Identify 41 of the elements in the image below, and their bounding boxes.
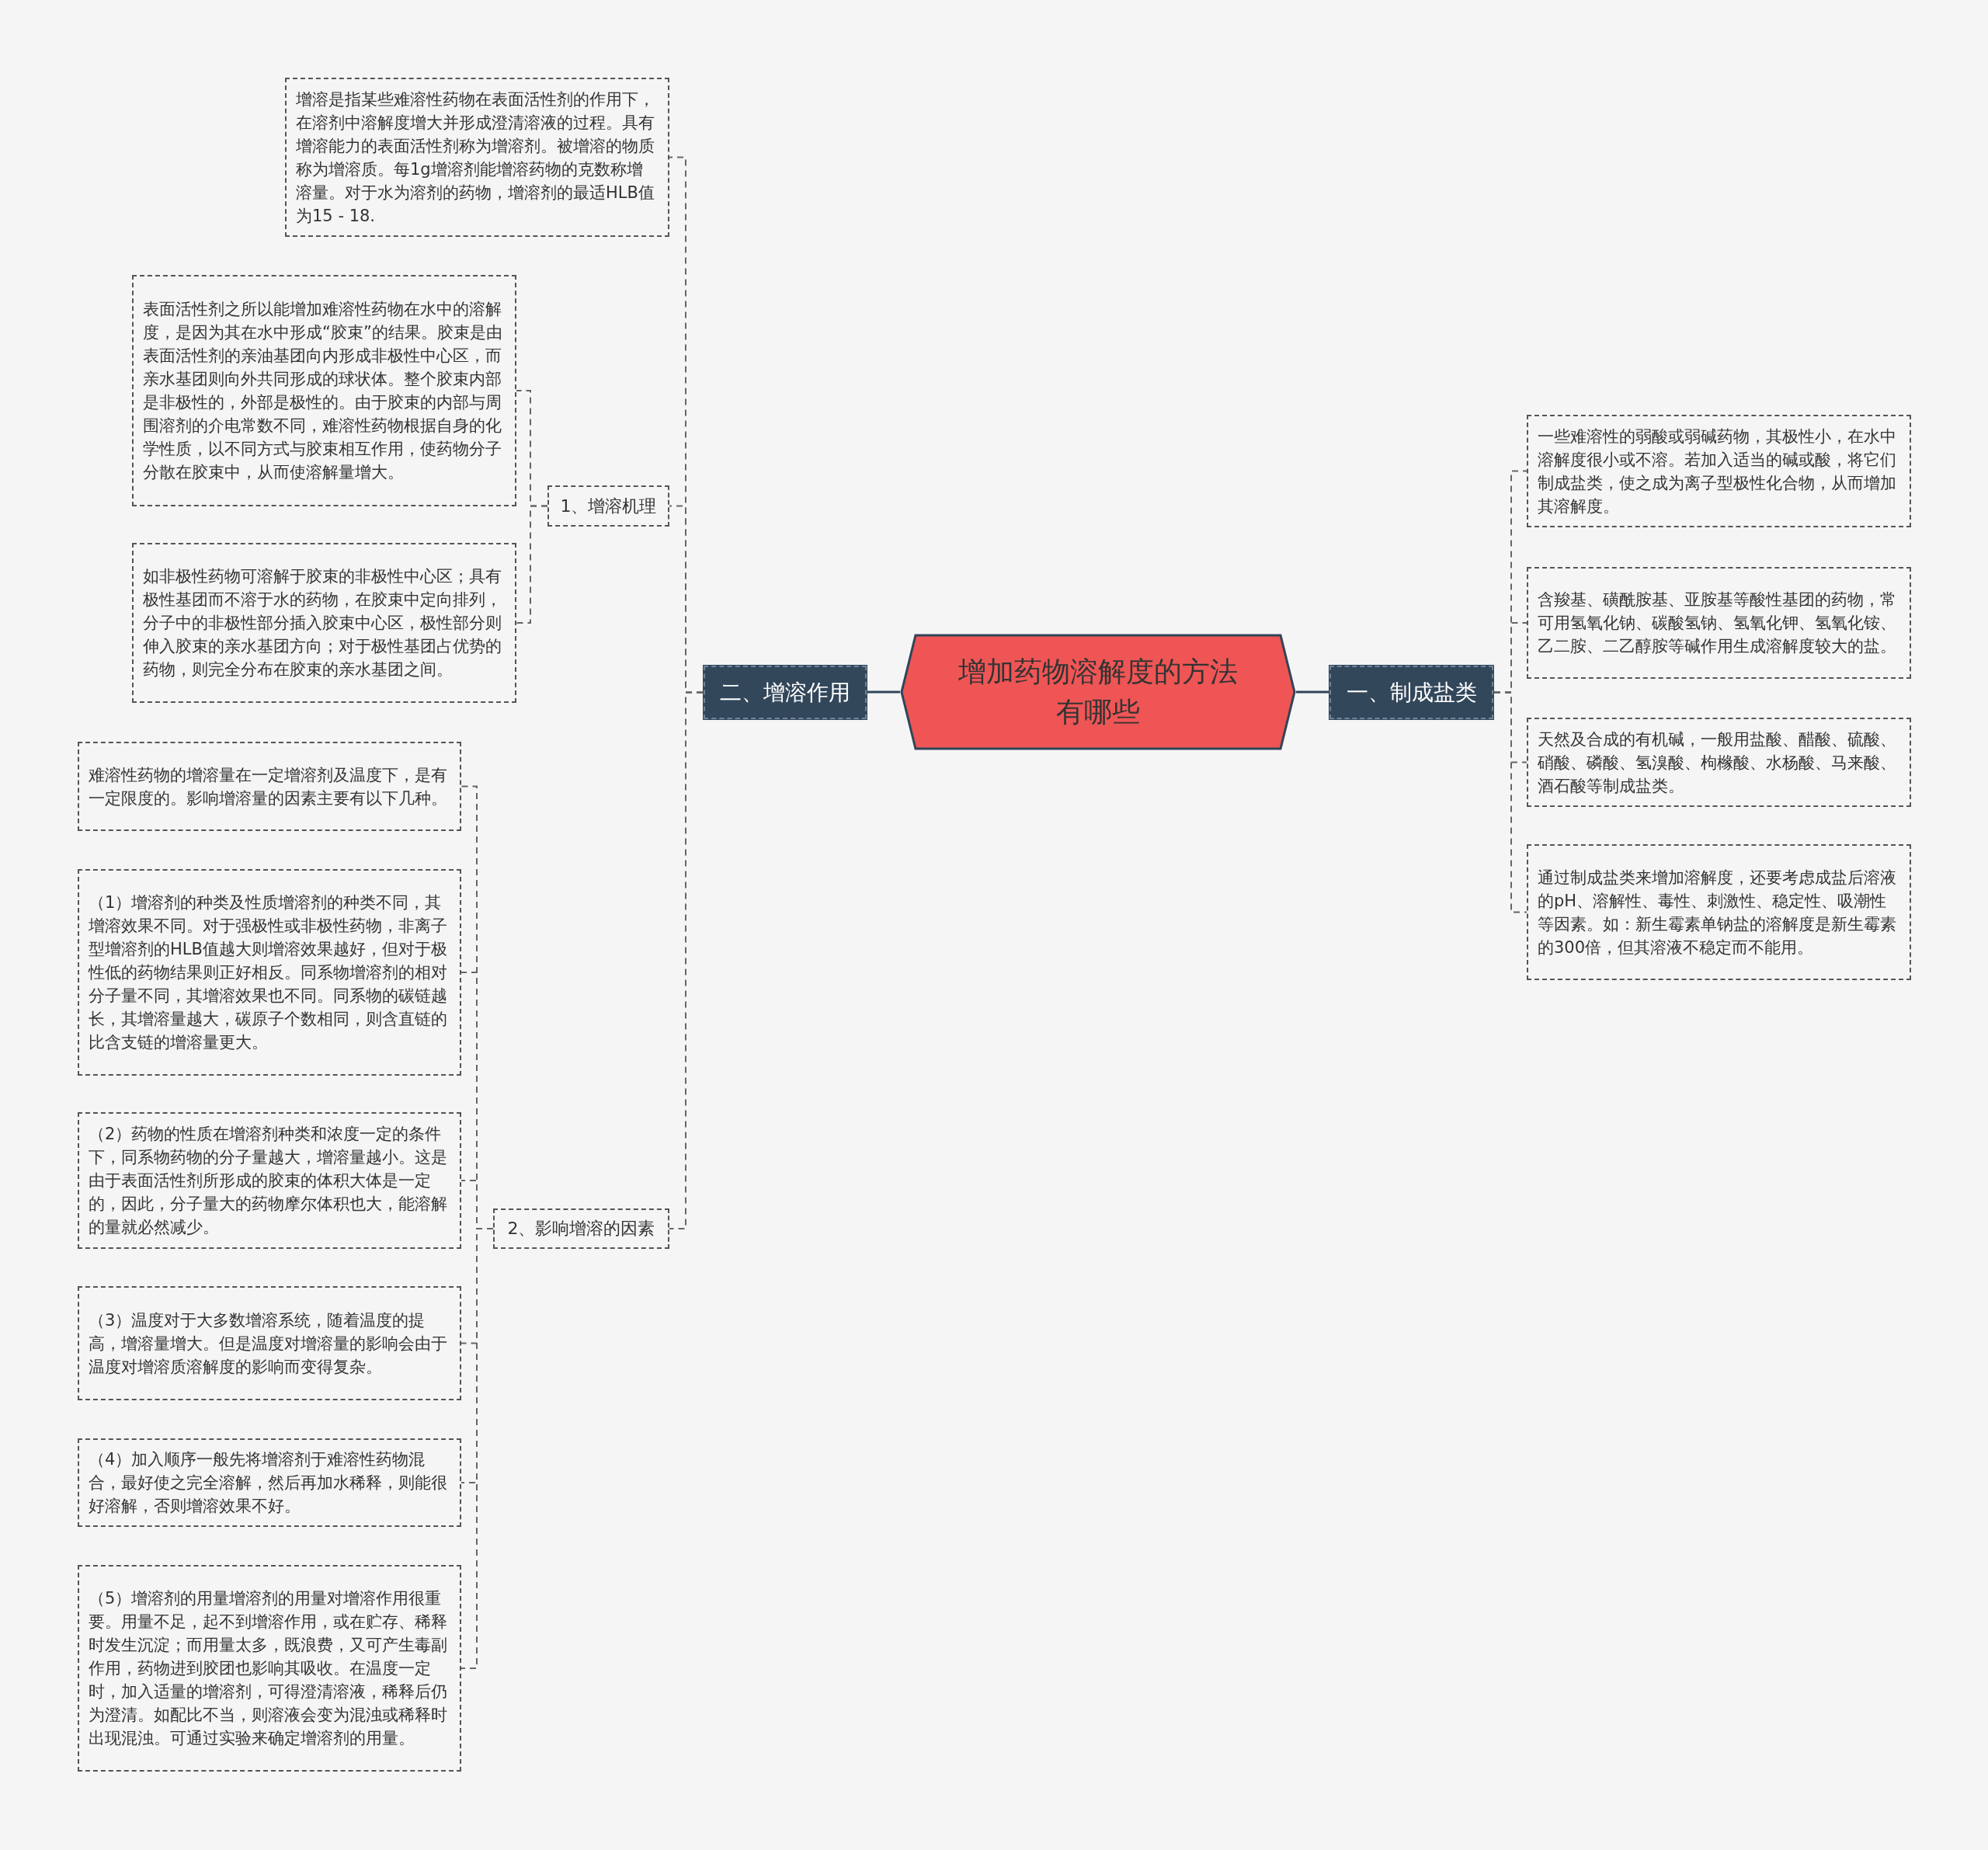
- subtopic-box: [547, 485, 669, 527]
- note-text: 如非极性药物可溶解于胶束的非极性中心区；具有极性基团而不溶于水的药物，在胶束中定向排列，分子中的非极性部分插入胶束中心区，极性部分则伸入胶束的亲水基团方向；对于极性基团占优势的药物，则完全分布在胶束的亲水基团之间。: [143, 566, 502, 680]
- note-text: （2）药物的性质在增溶剂种类和浓度一定的条件下，同系物药物的分子量越大，增溶量越小。这是由于表面活性剂所形成的胶束的体积大体是一定的，因此，分子量大的药物摩尔体积也大，能溶解的量就必然减少。: [89, 1124, 448, 1238]
- note-text: 一些难溶性的弱酸或弱碱药物，其极性小，在水中溶解度很小或不溶。若加入适当的碱或酸，将它们制成盐类，使之成为离子型极性化合物，从而增加其溶解度。: [1538, 426, 1897, 517]
- branch-label: 二、增溶作用: [720, 678, 850, 707]
- note-box: [132, 275, 516, 506]
- note-box: [78, 1438, 461, 1527]
- note-text: （4）加入顺序一般先将增溶剂于难溶性药物混合，最好使之完全溶解，然后再加水稀释，则能很好溶解，否则增溶效果不好。: [89, 1449, 448, 1517]
- connector-line: [1296, 690, 1329, 694]
- note-text: 天然及合成的有机碱，一般用盐酸、醋酸、硫酸、硝酸、磷酸、氢溴酸、枸橼酸、水杨酸、马来酸、酒石酸等制成盐类。: [1538, 729, 1897, 797]
- connector-line: [516, 505, 548, 624]
- connector-line: [669, 691, 704, 1229]
- branch-topic-box: [1329, 665, 1494, 720]
- note-text: 难溶性药物的增溶量在一定增溶剂及温度下，是有一定限度的。影响增溶量的因素主要有以下几种。: [89, 764, 448, 809]
- note-box: [1527, 415, 1911, 527]
- subtopic-label: 2、影响增溶的因素: [507, 1218, 655, 1240]
- branch-topic-box: [703, 665, 867, 720]
- note-box: [132, 543, 516, 703]
- note-box: [78, 869, 461, 1076]
- note-box: [1527, 844, 1911, 980]
- note-box: [78, 742, 461, 831]
- note-text: （5）增溶剂的用量增溶剂的用量对增溶作用很重要。用量不足，起不到增溶作用，或在贮存、稀释时发生沉淀；而用量太多，既浪费，又可产生毒副作用，药物进到胶团也影响其吸收。在温度一定时，加入适量的增溶剂，可得澄清溶液，稀释后仍为澄清。如配比不当，则溶液会变为混浊或稀释时出现混浊。可通过实验来确定增溶剂的用量。: [89, 1588, 448, 1749]
- note-text: 含羧基、磺酰胺基、亚胺基等酸性基团的药物，常可用氢氧化钠、碳酸氢钠、氢氧化钾、氢氧化铵、乙二胺、二乙醇胺等碱作用生成溶解度较大的盐。: [1538, 589, 1897, 657]
- note-text: （3）温度对于大多数增溶系统，随着温度的提高，增溶量增大。但是温度对增溶量的影响会由于温度对增溶质溶解度的影响而变得复杂。: [89, 1309, 448, 1378]
- note-text: 表面活性剂之所以能增加难溶性药物在水中的溶解度，是因为其在水中形成“胶束”的结果。胶束是由表面活性剂的亲油基团向内形成非极性中心区，而亲水基团则向外共同形成的球状体。整个胶束内部是非极性的，外部是极性的。由于胶束的内部与周围溶剂的介电常数不同，难溶性药物根据自身的化学性质，以不同方式与胶束相互作用，使药物分子分散在胶束中，从而使溶解量增大。: [143, 299, 503, 483]
- connector-line: [867, 690, 900, 694]
- note-text: 通过制成盐类来增加溶解度，还要考虑成盐后溶液的pH、溶解性、毒性、刺激性、稳定性、吸潮性等因素。如：新生霉素单钠盐的溶解度是新生霉素的300倍，但其溶液不稳定而不能用。: [1538, 867, 1897, 958]
- note-box: [1527, 567, 1911, 679]
- note-box: [285, 78, 669, 237]
- subtopic-box: [493, 1208, 669, 1249]
- branch-label: 一、制成盐类: [1346, 678, 1477, 707]
- central-topic-hexagon: [900, 634, 1296, 750]
- subtopic-label: 1、增溶机理: [560, 495, 657, 517]
- connector-line: [1493, 691, 1527, 913]
- topic-title: 增加药物溶解度的方法有哪些: [958, 655, 1239, 729]
- note-box: [1527, 718, 1911, 807]
- note-box: [78, 1286, 461, 1400]
- note-text: （1）增溶剂的种类及性质增溶剂的种类不同，其增溶效果不同。对于强极性或非极性药物，非离子型增溶剂的HLB值越大则增溶效果越好，但对于极性低的药物结果则正好相反。同系物增溶剂的相对分子量不同，其增溶效果也不同。同系物的碳链越长，其增溶量越大，碳原子个数相同，则含直链的比含支链的增溶量更大。: [89, 892, 448, 1053]
- note-box: [78, 1112, 461, 1249]
- note-box: [78, 1565, 461, 1772]
- note-text: 增溶是指某些难溶性药物在表面活性剂的作用下，在溶剂中溶解度增大并形成澄清溶液的过程。具有增溶能力的表面活性剂称为增溶剂。被增溶的物质称为增溶质。每1g增溶剂能增溶药物的克数称增溶量。对于水为溶剂的药物，增溶剂的最适HLB值为15 - 18.: [296, 89, 655, 227]
